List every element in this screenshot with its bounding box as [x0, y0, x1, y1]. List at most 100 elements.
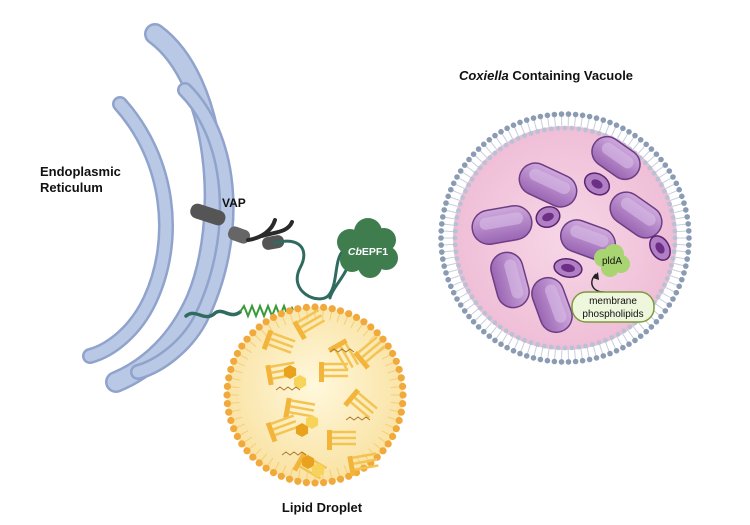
coxiella-bacteria	[471, 135, 671, 334]
membrane-bead	[685, 221, 691, 227]
membrane-bead	[277, 472, 285, 480]
membrane-bead	[395, 416, 403, 425]
membrane-bead	[473, 170, 479, 176]
membrane-bead	[686, 228, 692, 234]
membrane-bead	[450, 289, 457, 296]
membrane-bead	[373, 329, 381, 337]
membrane-bead	[457, 302, 464, 308]
membrane-bead	[457, 168, 464, 174]
membrane-bead	[285, 307, 294, 315]
membrane-bead	[469, 294, 475, 300]
membrane-bead	[590, 342, 595, 347]
membrane-bead	[510, 348, 517, 354]
membrane-bead	[523, 117, 530, 123]
membrane-bead	[620, 125, 626, 132]
membrane-bead	[620, 344, 626, 351]
membrane-bead	[389, 349, 397, 358]
membrane-bead	[590, 129, 595, 134]
membrane-bead	[285, 475, 294, 483]
cbepf1-label: CbEPF1	[348, 246, 388, 258]
membrane-bead	[544, 357, 551, 364]
membrane-bead	[669, 263, 674, 268]
membrane-bead	[328, 477, 336, 485]
membrane-bead	[562, 345, 568, 351]
membrane-bead	[658, 156, 664, 163]
membrane-bead	[379, 447, 387, 455]
membrane-bead	[569, 345, 575, 351]
triacylglycerol	[327, 430, 356, 450]
effector-strand	[273, 239, 352, 301]
membrane-bead	[600, 353, 607, 359]
fatty-acid-chain	[275, 386, 301, 391]
membrane-bead	[448, 186, 454, 193]
membrane-bead	[399, 400, 407, 408]
triacylglycerol	[347, 452, 379, 477]
membrane-bead	[662, 162, 669, 168]
vap-protein	[190, 203, 294, 250]
bacterium	[490, 251, 530, 309]
membrane-bead	[452, 235, 458, 241]
membrane-bead	[528, 340, 534, 345]
triacylglycerol	[261, 329, 296, 354]
membrane-bead	[345, 310, 353, 318]
membrane-bead	[555, 125, 561, 131]
membrane-bead	[367, 323, 375, 331]
membrane-bead	[503, 328, 509, 334]
membrane-bead	[223, 382, 231, 390]
membrane-bead	[607, 350, 613, 357]
membrane-bead	[492, 320, 498, 326]
bacterium	[609, 191, 663, 239]
membrane-bead	[542, 343, 547, 349]
membrane-bead	[648, 324, 655, 330]
membrane-bead	[243, 447, 251, 455]
membrane-bead	[659, 288, 664, 294]
membrane-bead	[579, 112, 586, 119]
membrane-bead	[223, 391, 231, 399]
membrane-bead	[452, 242, 458, 248]
membrane-bead	[648, 146, 655, 152]
sterol-ring	[283, 365, 297, 379]
bacterium	[591, 135, 641, 181]
membrane-bead	[438, 228, 445, 234]
membrane-bead	[509, 139, 515, 145]
membrane-bead	[311, 479, 319, 487]
membrane-bead	[461, 162, 468, 168]
bacterium	[518, 162, 578, 208]
membrane-bead	[320, 479, 328, 487]
membrane-bead	[523, 353, 530, 359]
membrane-bead	[454, 215, 460, 220]
membrane-bead	[460, 195, 466, 200]
membrane-bead	[655, 294, 661, 300]
membrane-bead	[613, 348, 620, 354]
membrane-bead	[651, 170, 657, 176]
cbepf1-effector	[337, 218, 398, 278]
bacterium-small	[583, 172, 611, 196]
membrane-bead	[530, 355, 537, 361]
membrane-bead	[456, 263, 461, 268]
membrane-bead	[684, 214, 690, 220]
membrane-bead	[659, 182, 664, 188]
helix-tail	[184, 309, 242, 319]
membrane-bead	[586, 356, 593, 363]
triacylglycerol	[283, 397, 316, 419]
membrane-bead	[676, 283, 682, 290]
membrane-bead	[667, 201, 672, 207]
fatty-acid-chain	[329, 348, 355, 353]
membrane-bead	[558, 359, 565, 365]
membrane-bead	[475, 146, 482, 152]
membrane-bead	[454, 174, 460, 180]
membrane-bead	[670, 174, 676, 180]
membrane-bead	[583, 127, 588, 133]
membrane-bead	[302, 479, 310, 487]
membrane-bead	[576, 344, 582, 350]
membrane-bead	[238, 440, 246, 448]
membrane-bead	[683, 207, 689, 213]
membrane-bead	[626, 129, 632, 135]
membrane-bead	[482, 160, 488, 166]
membrane-bead	[676, 186, 682, 193]
membrane-bead	[233, 432, 241, 441]
membrane-bead	[399, 391, 407, 399]
membrane-bead	[481, 141, 487, 148]
membrane-bead	[572, 358, 579, 365]
